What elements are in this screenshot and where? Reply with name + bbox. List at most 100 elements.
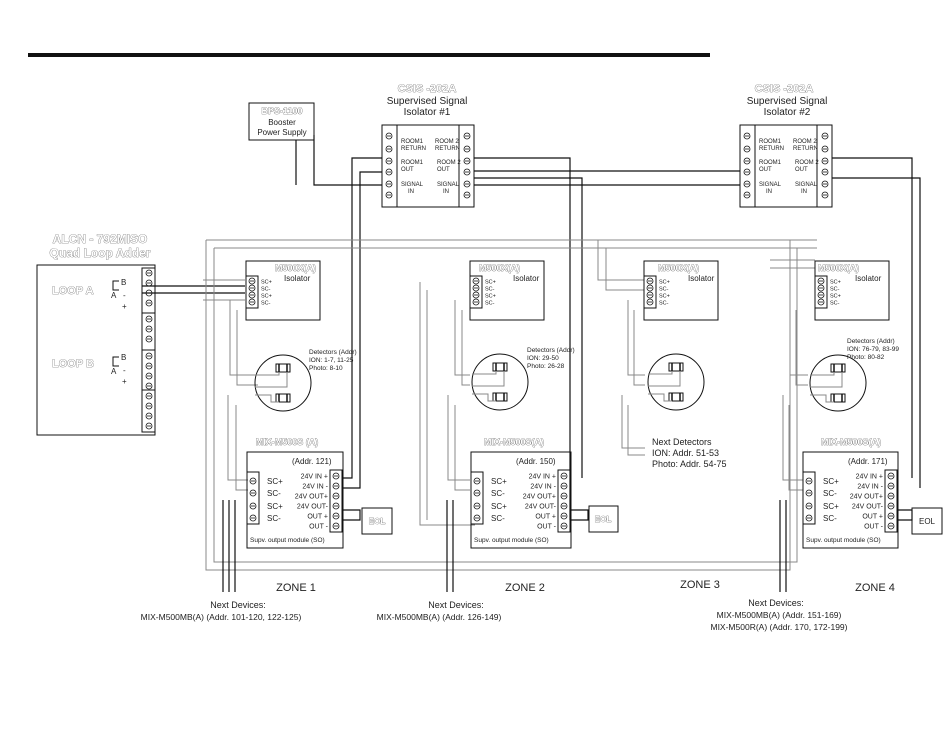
mix-2-right-terminal-3 (560, 492, 568, 500)
detectors-3-line2: ION: 76-79, 83-99 (847, 346, 899, 353)
csis2-box (739, 124, 833, 208)
m500x-4-isolator: Isolator (855, 274, 882, 283)
alcn-panel (36, 264, 156, 436)
m500x-2-terminal-2 (472, 284, 480, 292)
booster-title: BPS-1100 (261, 106, 302, 116)
mix-1-power-label-5: OUT + (307, 514, 328, 521)
mix-2-left-terminal-2 (473, 489, 481, 497)
csis2-right-terminal-6 (821, 191, 829, 199)
m500x-2-terminal-1 (472, 277, 480, 285)
loop-a-a: A (111, 291, 117, 300)
mix-3-power-label-3: 24V OUT+ (850, 494, 883, 501)
mix-2-sc-label-3: SC+ (491, 502, 507, 511)
csis1-right-terminal-2 (463, 145, 471, 153)
alcn-terminal-6 (145, 325, 153, 333)
mix-1-power-label-3: 24V OUT+ (295, 494, 328, 501)
mix-2-footer: Supv. output module (SO) (474, 537, 549, 544)
csis2-right-terminal-3 (821, 157, 829, 165)
detectors-2-line1: Detectors (Addr) (527, 347, 575, 354)
mix-2-addr: (Addr. 150) (516, 457, 556, 466)
m500x-3-terminal-1 (646, 277, 654, 285)
smoke-detector-4 (809, 354, 867, 412)
zone-2-label: ZONE 2 (505, 582, 545, 594)
m500x-3-term-label-3: SC+ (659, 294, 670, 300)
next-devices-1-line1: MIX-M500MB(A) (Addr. 101-120, 122-125) (141, 612, 302, 622)
csis1-left-terminal-2 (385, 145, 393, 153)
csis1-signal-in-left: SIGNAL (401, 182, 424, 188)
mix-3-left-terminal-2 (805, 489, 813, 497)
csis2-title: CSIS -202A (755, 83, 814, 95)
alcn-terminal-5 (145, 315, 153, 323)
m500x-module-1 (245, 260, 321, 321)
smoke-detector-1 (254, 354, 312, 412)
mix-2-left-terminal-1 (473, 477, 481, 485)
m500x-1-term-label-1: SC+ (261, 280, 272, 286)
m500x-3-terminal-4 (646, 298, 654, 306)
mix-1-left-terminal-1 (249, 477, 257, 485)
csis2-signal-in-right: SIGNAL (795, 182, 818, 188)
alcn-terminal-13 (145, 402, 153, 410)
m500x-2-term-label-4: SC- (485, 301, 495, 307)
m500x-1-term-label-4: SC- (261, 301, 271, 307)
eol-label-1: EOL (369, 517, 386, 526)
detectors-1-line2: ION: 1-7, 11-25 (309, 357, 354, 364)
mix-3-sc-label-4: SC- (823, 514, 837, 523)
next-detectors-photo: Photo: Addr. 54-75 (652, 459, 727, 469)
alcn-terminal-8 (145, 352, 153, 360)
mix-module-3 (802, 451, 899, 549)
m500x-4-terminal-2 (817, 284, 825, 292)
alcn-terminal-4 (145, 299, 153, 307)
alcn-terminal-2 (145, 279, 153, 287)
next-detectors-ion: ION: Addr. 51-53 (652, 448, 719, 458)
mix-1-footer: Supv. output module (SO) (250, 537, 325, 544)
eol-box-3 (911, 507, 943, 535)
m500x-1-terminal-2 (248, 284, 256, 292)
mix-3-right-terminal-5 (887, 512, 895, 520)
mix-1-power-label-2: 24V IN - (302, 484, 328, 491)
csis2-room2-return: ROOM 2 (793, 139, 817, 145)
csis2-left-terminal-6 (743, 191, 751, 199)
csis2-room1-return-2: RETURN (759, 146, 784, 152)
csis1-room2-return-2: RETURN (435, 146, 460, 152)
loop-b-b: B (121, 353, 126, 362)
mix-3-title: MIX-M500S(A) (821, 437, 881, 447)
m500x-1-term-label-3: SC+ (261, 294, 272, 300)
loop-b-a: A (111, 367, 117, 376)
m500x-1-terminal-1 (248, 277, 256, 285)
mix-3-addr: (Addr. 171) (848, 457, 888, 466)
csis1-left-terminal-3 (385, 157, 393, 165)
csis1-subtitle2: Isolator #1 (404, 107, 451, 118)
csis2-left-terminal-2 (743, 145, 751, 153)
csis1-left-terminal-5 (385, 180, 393, 188)
mix-2-power-label-3: 24V OUT+ (523, 494, 556, 501)
csis2-subtitle: Supervised Signal (747, 96, 828, 107)
smoke-detector-2 (471, 353, 529, 411)
m500x-4-terminal-1 (817, 277, 825, 285)
m500x-1-title: M500X(A) (275, 263, 316, 273)
eol-label-2: EOL (595, 515, 612, 524)
mix-2-left-terminal-3 (473, 502, 481, 510)
m500x-4-term-label-3: SC+ (830, 294, 841, 300)
mix-module-1 (246, 451, 344, 549)
csis1-room1-return-2: RETURN (401, 146, 426, 152)
mix-2-right-terminal-1 (560, 472, 568, 480)
booster-line2: Booster (268, 118, 296, 127)
mix-3-sc-label-2: SC- (823, 489, 837, 498)
loop-b-minus: - (123, 366, 126, 375)
mix-2-title: MIX-M500S(A) (484, 437, 544, 447)
csis2-room2-out-2: OUT (795, 167, 808, 173)
mix-1-sc-label-4: SC- (267, 514, 281, 523)
mix-3-right-terminal-6 (887, 522, 895, 530)
m500x-4-term-label-1: SC+ (830, 280, 841, 286)
csis1-signal-in-right: SIGNAL (437, 182, 460, 188)
m500x-3-title: M500X(A) (658, 263, 699, 273)
csis1-box (381, 124, 475, 208)
header-rule (28, 53, 710, 57)
mix-3-right-terminal-4 (887, 502, 895, 510)
csis1-right-terminal-3 (463, 157, 471, 165)
csis1-right-terminal-6 (463, 191, 471, 199)
mix-1-right-terminal-6 (332, 522, 340, 530)
csis1-right-terminal-1 (463, 132, 471, 140)
alcn-subtitle: Quad Loop Adder (50, 246, 151, 260)
csis2-right-terminal-2 (821, 145, 829, 153)
